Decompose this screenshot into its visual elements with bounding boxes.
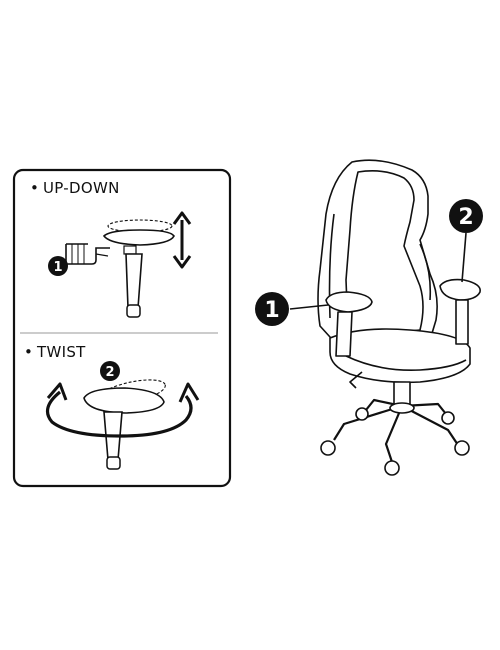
height-lever — [349, 371, 363, 389]
caster-wheel — [320, 440, 336, 456]
chair-callout-2: 2 — [449, 199, 483, 283]
caster-wheel — [355, 407, 369, 421]
svg-text:2: 2 — [458, 205, 473, 230]
rotate-arrows-icon — [45, 382, 200, 438]
armrest-post — [125, 253, 143, 309]
section-updown-label: UP-DOWN — [43, 179, 120, 197]
caster-wheel — [441, 411, 455, 425]
caster-wheel — [384, 460, 400, 476]
armrest-base-twist — [106, 456, 121, 470]
chair-casters — [320, 407, 470, 476]
armrest-base — [126, 304, 141, 318]
armpad-ghost-raised — [107, 219, 173, 233]
section-updown-bullet: • — [30, 179, 39, 197]
svg-text:1: 1 — [264, 298, 279, 323]
gaming-chair-drawing — [317, 159, 481, 476]
instruction-panel: • UP-DOWN • TWIST — [12, 168, 232, 488]
armpad-top — [102, 229, 175, 246]
armpad-top-twist — [83, 387, 165, 414]
armrest-left-post — [335, 311, 353, 357]
section-twist-label: TWIST — [36, 343, 86, 361]
updown-illustration: 1 — [48, 211, 192, 318]
base-hub — [389, 402, 415, 414]
armrest-right-pad — [439, 278, 481, 301]
backrest-wing-right — [419, 243, 432, 301]
adjust-button — [123, 245, 137, 255]
panel-callout-2: 2 — [100, 361, 120, 381]
twist-illustration: 2 — [45, 361, 200, 470]
section-twist-bullet: • — [24, 343, 33, 361]
svg-text:2: 2 — [105, 365, 114, 380]
up-down-arrow-icon — [172, 211, 192, 269]
chair-callout-1: 1 — [255, 292, 329, 326]
svg-text:1: 1 — [53, 260, 62, 275]
hand-pointer-icon — [65, 243, 110, 265]
panel-frame — [12, 168, 232, 488]
backrest-inner-panel — [345, 170, 424, 337]
seat-front-edge — [345, 355, 467, 372]
panel-callout-1: 1 — [48, 256, 68, 276]
chair-base — [333, 398, 461, 463]
armrest-right-post — [455, 299, 469, 345]
armrest-left-pad — [325, 291, 373, 313]
caster-wheel — [454, 440, 470, 456]
